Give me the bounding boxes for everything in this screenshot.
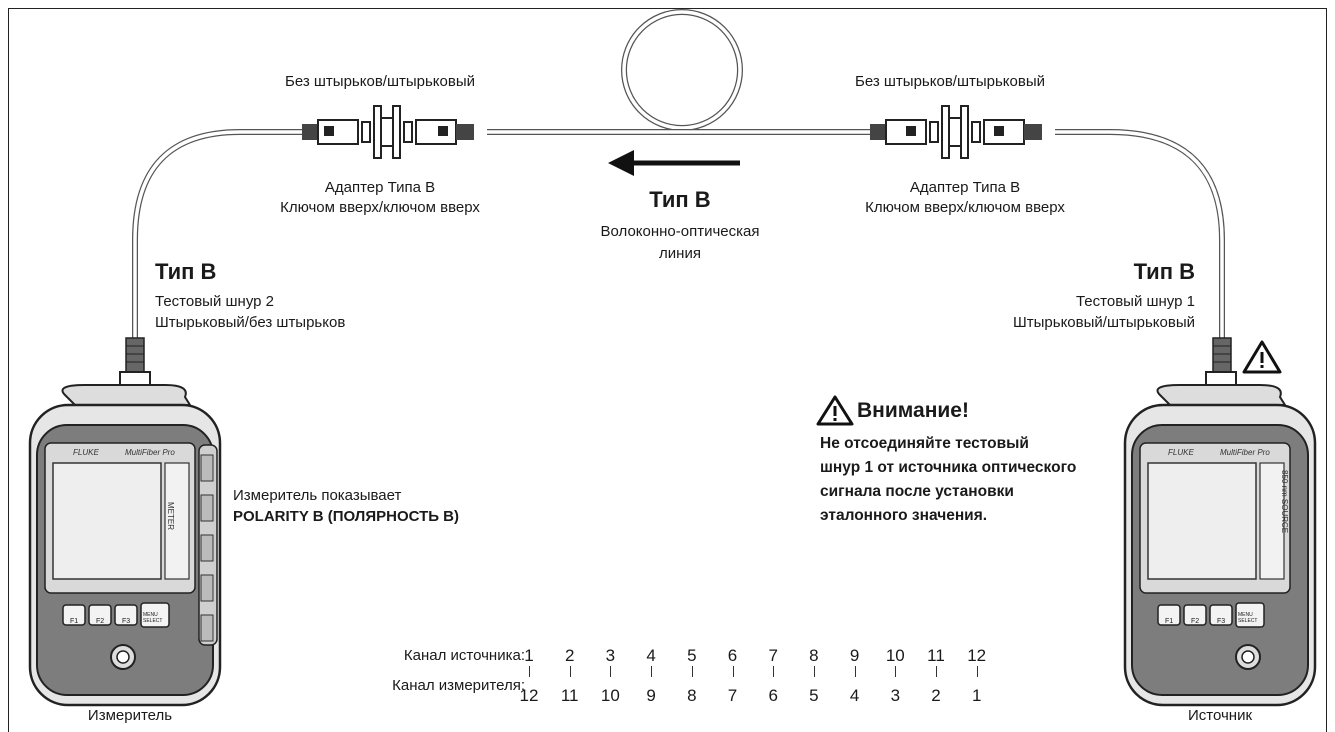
channel-tick xyxy=(610,666,611,677)
channel-tick xyxy=(773,666,774,677)
meter-shows-line1: Измеритель показывает xyxy=(233,487,402,504)
meter-brand: FLUKE xyxy=(73,448,99,457)
warning-title: Внимание! xyxy=(857,399,969,422)
channel-tick xyxy=(855,666,856,677)
source-device xyxy=(1123,384,1317,707)
meter-channel-label: Канал измерителя: xyxy=(392,677,525,694)
source-channel-10: 10 xyxy=(885,646,905,665)
meter-shows-line2: POLARITY B (ПОЛЯРНОСТЬ B) xyxy=(233,508,460,525)
source-channel-label: Канал источника: xyxy=(403,647,525,664)
meter-channel-2: 11 xyxy=(560,686,579,705)
source-caption: Источник xyxy=(1187,707,1253,724)
source-channel-3: 3 xyxy=(605,646,616,665)
meter-model: MultiFiber Pro xyxy=(125,448,175,457)
source-channel-7: 7 xyxy=(768,646,778,665)
adapter-right-line2: Ключом вверх/ключом вверх xyxy=(865,199,1065,216)
meter-key-f2: F2 xyxy=(96,618,105,625)
meter-channel-1: 12 xyxy=(519,686,539,705)
cord-left-type: Тип B xyxy=(155,259,217,284)
cord-right-line2: Штырьковый/штырьковый xyxy=(1013,314,1195,331)
source-channel-6: 6 xyxy=(727,646,738,665)
figure-frame xyxy=(8,8,1327,732)
meter-channel-4: 9 xyxy=(646,686,656,705)
source-key-f1: F1 xyxy=(1165,618,1174,625)
channel-tick xyxy=(570,666,571,677)
cord-left-line2: Штырьковый/без штырьков xyxy=(155,314,346,331)
source-channel-2: 2 xyxy=(564,646,575,665)
meter-channel-8: 5 xyxy=(809,686,819,705)
source-model: MultiFiber Pro xyxy=(1220,448,1270,457)
channel-tick xyxy=(895,666,896,677)
warning-line-3: сигнала после установки xyxy=(820,483,1014,500)
meter-channel-6: 7 xyxy=(727,686,738,705)
meter-channel-3: 10 xyxy=(600,686,620,705)
connector-label-left: Без штырьков/штырьковый xyxy=(285,73,475,90)
channel-tick xyxy=(529,666,530,677)
source-channel-11: 11 xyxy=(927,646,945,665)
source-brand: FLUKE xyxy=(1168,448,1194,457)
meter-caption: Измеритель xyxy=(87,707,173,724)
link-label-line2: линия xyxy=(659,245,701,262)
source-channel-12: 12 xyxy=(967,646,987,665)
meter-side-label: METER xyxy=(166,502,175,530)
source-side-label: 850 nm SOURCE xyxy=(1280,470,1289,534)
source-channel-4: 4 xyxy=(646,646,656,665)
adapter-left-line2: Ключом вверх/ключом вверх xyxy=(280,199,480,216)
adapter-left-line1: Адаптер Типа B xyxy=(324,179,436,196)
connector-label-right: Без штырьков/штырьковый xyxy=(855,73,1045,90)
source-channel-5: 5 xyxy=(687,646,697,665)
cord-right-line1: Тестовый шнур 1 xyxy=(1075,293,1195,310)
fiber-cable xyxy=(132,129,1225,340)
cord-right-type: Тип B xyxy=(1133,259,1195,284)
source-channel-9: 9 xyxy=(849,646,860,665)
meter-channel-9: 4 xyxy=(849,686,860,705)
channel-tick xyxy=(977,666,978,677)
meter-channel-5: 8 xyxy=(687,686,697,705)
warning-line-1: Не отсоединяйте тестовый xyxy=(820,435,1029,452)
warning-triangle-icon xyxy=(1242,340,1282,374)
link-label-line1: Волоконно-оптическая xyxy=(600,223,760,240)
adapter-right xyxy=(870,105,1042,159)
source-channel-8: 8 xyxy=(809,646,819,665)
channel-tick xyxy=(692,666,693,677)
source-key-menu: MENU SELECT xyxy=(1238,612,1258,624)
meter-channel-11: 2 xyxy=(931,686,941,705)
meter-key-f1: F1 xyxy=(70,618,79,625)
meter-channel-12: 1 xyxy=(971,686,982,705)
warning-title-icon xyxy=(816,395,854,426)
direction-arrow xyxy=(608,150,740,176)
meter-channel-7: 6 xyxy=(768,686,778,705)
meter-channel-10: 3 xyxy=(890,686,901,705)
meter-key-f3: F3 xyxy=(122,618,131,625)
channel-tick xyxy=(936,666,937,677)
warning-line-4: эталонного значения. xyxy=(820,507,988,524)
source-channel-1: 1 xyxy=(524,646,534,665)
adapter-left xyxy=(302,105,474,159)
adapter-right-line1: Адаптер Типа B xyxy=(909,179,1021,196)
meter-device xyxy=(28,384,222,707)
meter-key-menu: MENU SELECT xyxy=(143,612,163,624)
cord-left-line1: Тестовый шнур 2 xyxy=(155,293,275,310)
link-type-label: Тип B xyxy=(649,187,711,212)
channel-tick xyxy=(651,666,652,677)
channel-tick xyxy=(733,666,734,677)
source-key-f2: F2 xyxy=(1191,618,1200,625)
source-key-f3: F3 xyxy=(1217,618,1226,625)
warning-line-2: шнур 1 от источника оптического xyxy=(820,459,1077,476)
channel-tick xyxy=(814,666,815,677)
fiber-loop xyxy=(621,9,743,131)
